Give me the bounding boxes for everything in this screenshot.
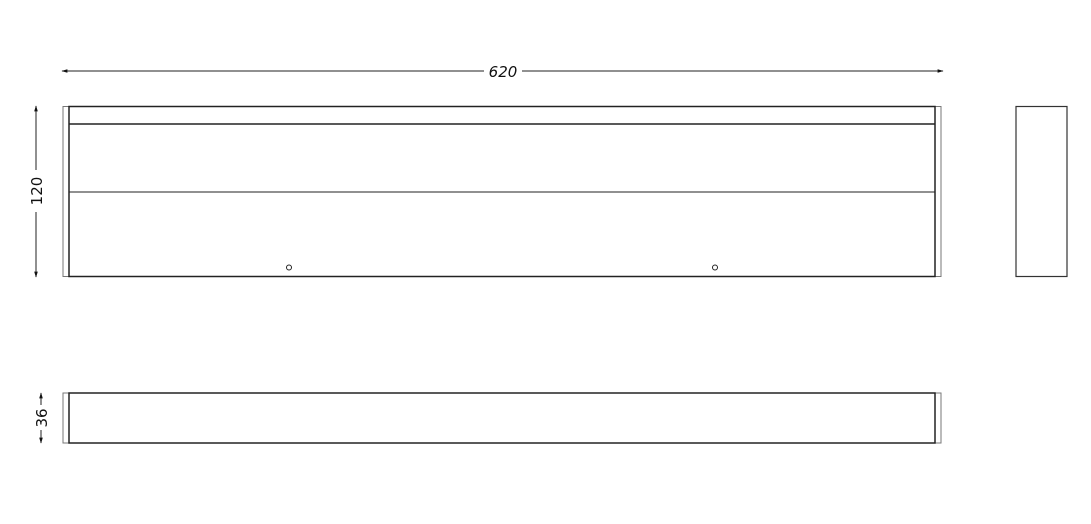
left-end-cap xyxy=(62,392,70,444)
side-body xyxy=(1015,105,1068,278)
width-dimension-label: 620 xyxy=(489,63,518,81)
depth-dimension: 36 xyxy=(33,392,51,444)
mounting-hole-icon xyxy=(712,264,718,271)
top-body xyxy=(68,392,936,444)
right-end-cap xyxy=(934,106,942,277)
front-view xyxy=(62,105,942,278)
side-view xyxy=(1015,105,1068,278)
mounting-hole-icon xyxy=(286,264,292,271)
right-end-cap xyxy=(934,392,942,444)
height-dimension-label: 120 xyxy=(28,177,46,206)
left-end-cap xyxy=(62,106,70,277)
depth-dimension-label: 36 xyxy=(33,408,51,427)
height-dimension: 120 xyxy=(28,105,46,278)
width-dimension: 620 xyxy=(61,63,944,81)
top-view xyxy=(62,392,942,444)
